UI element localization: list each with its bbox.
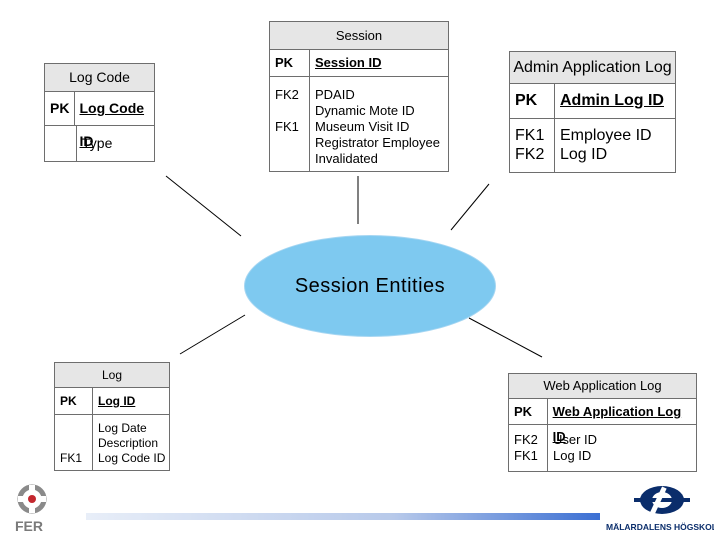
field-list: Session ID xyxy=(315,55,382,70)
key-label: PK xyxy=(45,92,75,125)
field-list: User ID Log ID xyxy=(553,432,598,463)
field-list: Web Application Log ID xyxy=(552,404,682,444)
center-label: Session Entities xyxy=(294,274,446,297)
attribute-row: FK2 FK1 PDAID Dynamic Mote ID Museum Vis… xyxy=(270,77,448,171)
entity-title: Log Code xyxy=(45,64,154,92)
key-label: PK xyxy=(510,84,555,118)
mdh-logo-text: MÄLARDALENS HÖGSKOLA xyxy=(606,522,714,532)
key-label: FK2 FK1 xyxy=(270,77,310,171)
connector-weblog xyxy=(468,317,543,358)
entity-adminlog: Admin Application Log PK Admin Log ID FK… xyxy=(509,51,676,173)
field-list: Log ID xyxy=(98,394,136,408)
entity-title: Admin Application Log xyxy=(510,52,675,84)
key-label xyxy=(45,126,77,161)
center-ellipse: Session Entities xyxy=(244,235,496,337)
field-list: Log Date Description Log Code ID xyxy=(98,421,166,465)
connector-log xyxy=(179,314,246,355)
entity-session: Session PK Session ID FK2 FK1 PDAID Dyna… xyxy=(269,21,449,172)
field-list: Type xyxy=(82,135,113,151)
key-label: FK2 FK1 xyxy=(509,425,548,471)
entity-title: Log xyxy=(55,363,169,388)
field-list: PDAID Dynamic Mote ID Museum Visit ID Re… xyxy=(315,87,440,166)
connector-adminlog xyxy=(450,183,490,231)
key-label: PK xyxy=(55,388,93,414)
connector-logcode xyxy=(165,175,242,237)
pk-row: PK Log ID xyxy=(55,388,169,415)
key-label: FK1 xyxy=(55,415,93,470)
pk-row: PK Admin Log ID xyxy=(510,84,675,119)
fer-logo-text: FER xyxy=(15,518,43,534)
attribute-row: FK1 FK2 Employee ID Log ID xyxy=(510,119,675,172)
attribute-row: FK2 FK1 User ID Log ID xyxy=(509,425,696,471)
footer-bar xyxy=(86,513,600,520)
pk-row: PK Web Application Log ID xyxy=(509,399,696,444)
field-list: Admin Log ID xyxy=(560,92,664,109)
key-label: PK xyxy=(509,399,548,424)
key-label: PK xyxy=(270,50,310,76)
entity-title: Session xyxy=(270,22,448,50)
entity-weblog: Web Application Log PK Web Application L… xyxy=(508,373,697,472)
entity-title: Web Application Log xyxy=(509,374,696,399)
attribute-row: Type xyxy=(45,126,154,161)
attribute-row: FK1 Log Date Description Log Code ID xyxy=(55,415,169,470)
fer-logo-icon: FER xyxy=(15,484,47,534)
pk-row: PK Log Code ID xyxy=(45,92,154,149)
field-list: Employee ID Log ID xyxy=(560,127,652,163)
entity-logcode: Log Code PK Log Code ID Type xyxy=(44,63,155,162)
mdh-logo-icon: MÄLARDALENS HÖGSKOLA xyxy=(606,486,714,532)
key-label: FK1 FK2 xyxy=(510,119,555,172)
pk-row: PK Session ID xyxy=(270,50,448,77)
entity-log: Log PK Log ID FK1 Log Date Description L… xyxy=(54,362,170,471)
field-list: Log Code ID xyxy=(79,100,145,149)
